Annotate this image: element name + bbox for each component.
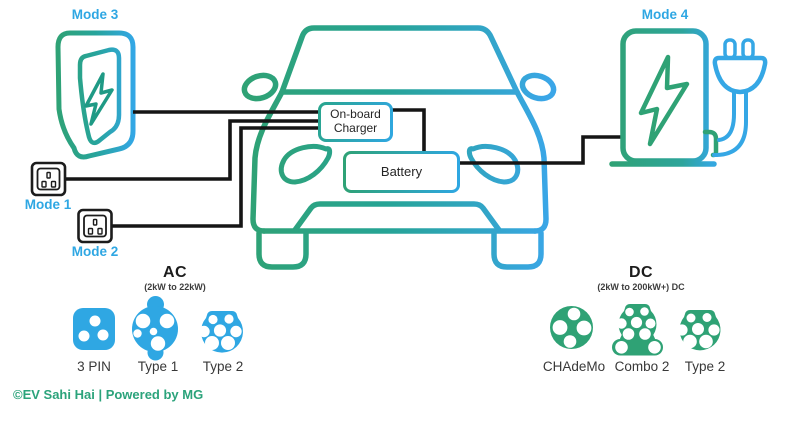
- wallbox-charger-icon: [55, 30, 136, 160]
- wire-mode1-to-charger: [65, 119, 321, 181]
- car-mirror-right: [519, 72, 557, 102]
- type2-connector-dc-icon: [676, 310, 721, 351]
- wire-charger-to-battery: [392, 108, 426, 152]
- dc-charger-icon: [609, 28, 719, 167]
- mode2-label: Mode 2: [71, 244, 119, 259]
- car-icon: [241, 25, 557, 270]
- plug-cable: [717, 91, 736, 142]
- car-mirror-left: [241, 72, 279, 102]
- onboard-charger-label: On-board Charger: [330, 107, 381, 135]
- ac-subtitle: (2kW to 22kW): [144, 282, 206, 292]
- car-headlight-right: [466, 144, 521, 185]
- three-pin-connector-icon: [73, 308, 115, 350]
- car-headlight-left: [278, 144, 333, 185]
- mode4-label: Mode 4: [641, 7, 689, 22]
- wire-battery-to-dc-charger: [458, 135, 621, 165]
- mode3-label: Mode 3: [71, 7, 119, 22]
- ac-title: AC: [162, 264, 188, 281]
- dc-subtitle: (2kW to 200kW+) DC: [597, 282, 685, 292]
- wire-mode2-to-charger: [111, 126, 321, 228]
- connector-label-combo2: Combo 2: [614, 359, 670, 374]
- type1-connector-ac-icon: [132, 296, 178, 361]
- lightning-bolt-icon: [638, 54, 690, 147]
- connector-label-type2-dc: Type 2: [684, 359, 726, 374]
- plug-icon: [712, 38, 768, 157]
- connector-label-type1: Type 1: [137, 359, 179, 374]
- battery-label: Battery: [380, 163, 423, 179]
- car-wheel-right: [491, 230, 544, 270]
- wires: [65, 108, 621, 228]
- plug-cable: [712, 91, 748, 157]
- onboard-charger-box: On-board Charger: [318, 102, 393, 142]
- battery-box: Battery: [343, 151, 460, 193]
- lightning-bolt-icon: [84, 72, 114, 126]
- connector-label-3pin: 3 PIN: [77, 359, 111, 374]
- chademo-connector-icon: [550, 306, 593, 349]
- car-grille: [292, 201, 502, 233]
- connector-label-chademo: CHAdeMo: [542, 359, 606, 374]
- footer-credit: ©EV Sahi Hai | Powered by MG: [13, 387, 204, 402]
- socket-mode2-icon: [77, 208, 113, 244]
- combo2-connector-icon: [612, 304, 663, 356]
- socket-mode1-icon: [30, 161, 67, 197]
- car-wheel-left: [256, 230, 309, 270]
- mode1-label: Mode 1: [24, 197, 72, 212]
- type2-connector-ac-icon: [198, 311, 243, 353]
- dc-title: DC: [628, 264, 654, 281]
- connector-label-type2-ac: Type 2: [202, 359, 244, 374]
